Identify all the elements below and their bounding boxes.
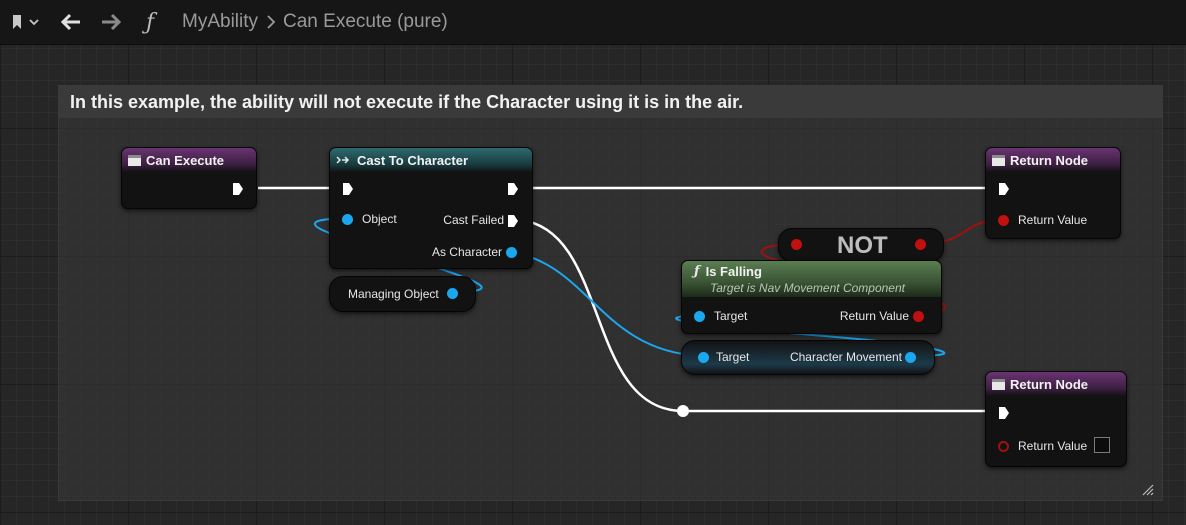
function-entry-icon xyxy=(128,154,141,166)
breadcrumb: MyAbility Can Execute (pure) xyxy=(182,0,448,44)
comment-box[interactable]: In this example, the ability will not ex… xyxy=(58,85,1163,501)
char-movement-target-label: Target xyxy=(716,350,750,364)
exec-out-pin[interactable] xyxy=(507,182,519,196)
bookmark-icon xyxy=(13,15,21,29)
object-input-pin[interactable] xyxy=(342,214,353,225)
arrow-right-icon xyxy=(102,13,122,31)
return-value-checkbox[interactable] xyxy=(1094,437,1110,453)
is-falling-return-pin[interactable] xyxy=(913,311,924,322)
not-input-pin[interactable] xyxy=(791,239,802,250)
as-character-label: As Character xyxy=(431,245,502,259)
cast-failed-label: Cast Failed xyxy=(443,213,504,227)
can-execute-node[interactable]: Can Execute xyxy=(121,147,257,209)
return-node-1-title: Return Node xyxy=(1010,152,1088,168)
back-button[interactable] xyxy=(60,0,82,44)
is-falling-target-label: Target xyxy=(714,309,748,323)
object-label: Object xyxy=(362,212,397,226)
function-icon: ƒ xyxy=(694,264,700,279)
return-value-pin[interactable] xyxy=(998,441,1009,452)
cast-header: Cast To Character xyxy=(330,148,532,172)
exec-wire-castfailed-return[interactable] xyxy=(519,218,990,413)
not-label: NOT xyxy=(837,232,888,259)
cast-icon xyxy=(336,156,350,164)
return-node-1-header: Return Node xyxy=(986,148,1120,172)
managing-object-label: Managing Object xyxy=(348,287,439,301)
return-node-2-header: Return Node xyxy=(986,372,1126,396)
return-node-2-title: Return Node xyxy=(1010,376,1088,392)
is-falling-return-label: Return Value xyxy=(839,309,909,323)
return-node-1[interactable]: Return Node Return Value xyxy=(985,147,1121,239)
exec-in-pin[interactable] xyxy=(342,182,354,196)
char-movement-output-pin[interactable] xyxy=(905,352,916,363)
is-falling-subtitle: Target is Nav Movement Component xyxy=(710,281,905,295)
object-wire-as-character[interactable] xyxy=(510,251,701,357)
cast-failed-exec-pin[interactable] xyxy=(507,214,519,228)
breadcrumb-function[interactable]: Can Execute (pure) xyxy=(283,11,448,32)
object-wire-char-movement[interactable] xyxy=(675,314,946,357)
cast-title: Cast To Character xyxy=(357,152,469,168)
chevron-right-icon xyxy=(267,15,276,29)
bookmark-dropdown[interactable] xyxy=(12,0,40,44)
return-value-label: Return Value xyxy=(1018,439,1088,453)
is-falling-title: Is Falling xyxy=(705,264,762,279)
can-execute-header: Can Execute xyxy=(122,148,256,172)
chevron-down-icon xyxy=(29,19,39,26)
exec-out-pin[interactable] xyxy=(232,182,244,196)
resize-handle-icon[interactable] xyxy=(1142,484,1154,496)
cast-to-character-node[interactable]: Cast To Character Object Cast Failed As … xyxy=(329,147,533,269)
forward-button[interactable] xyxy=(100,0,122,44)
exec-in-pin[interactable] xyxy=(998,182,1010,196)
is-falling-header: ƒ Is Falling Target is Nav Movement Comp… xyxy=(682,261,941,297)
managing-object-node[interactable]: Managing Object xyxy=(329,276,476,312)
breadcrumb-blueprint[interactable]: MyAbility xyxy=(182,11,259,32)
return-value-pin[interactable] xyxy=(998,215,1009,226)
is-falling-target-pin[interactable] xyxy=(694,311,705,322)
managing-object-output-pin[interactable] xyxy=(447,288,458,299)
comment-text[interactable]: In this example, the ability will not ex… xyxy=(59,86,1162,118)
wire-reroute-node[interactable] xyxy=(677,405,689,417)
as-character-output-pin[interactable] xyxy=(506,247,517,258)
function-icon: ƒ xyxy=(146,9,155,35)
not-output-pin[interactable] xyxy=(915,239,926,250)
can-execute-title: Can Execute xyxy=(146,152,225,168)
char-movement-target-pin[interactable] xyxy=(698,352,709,363)
exec-in-pin[interactable] xyxy=(998,406,1010,420)
return-node-2[interactable]: Return Node Return Value xyxy=(985,371,1127,467)
character-movement-node[interactable]: Target Character Movement xyxy=(681,340,935,375)
not-node[interactable]: NOT xyxy=(778,228,944,262)
char-movement-output-label: Character Movement xyxy=(789,350,902,364)
return-value-label: Return Value xyxy=(1018,213,1088,227)
return-icon xyxy=(992,154,1005,166)
graph-toolbar: ƒ MyAbility Can Execute (pure) xyxy=(0,0,1186,45)
return-icon xyxy=(992,378,1005,390)
arrow-left-icon xyxy=(60,13,80,31)
is-falling-node[interactable]: ƒ Is Falling Target is Nav Movement Comp… xyxy=(681,260,942,334)
